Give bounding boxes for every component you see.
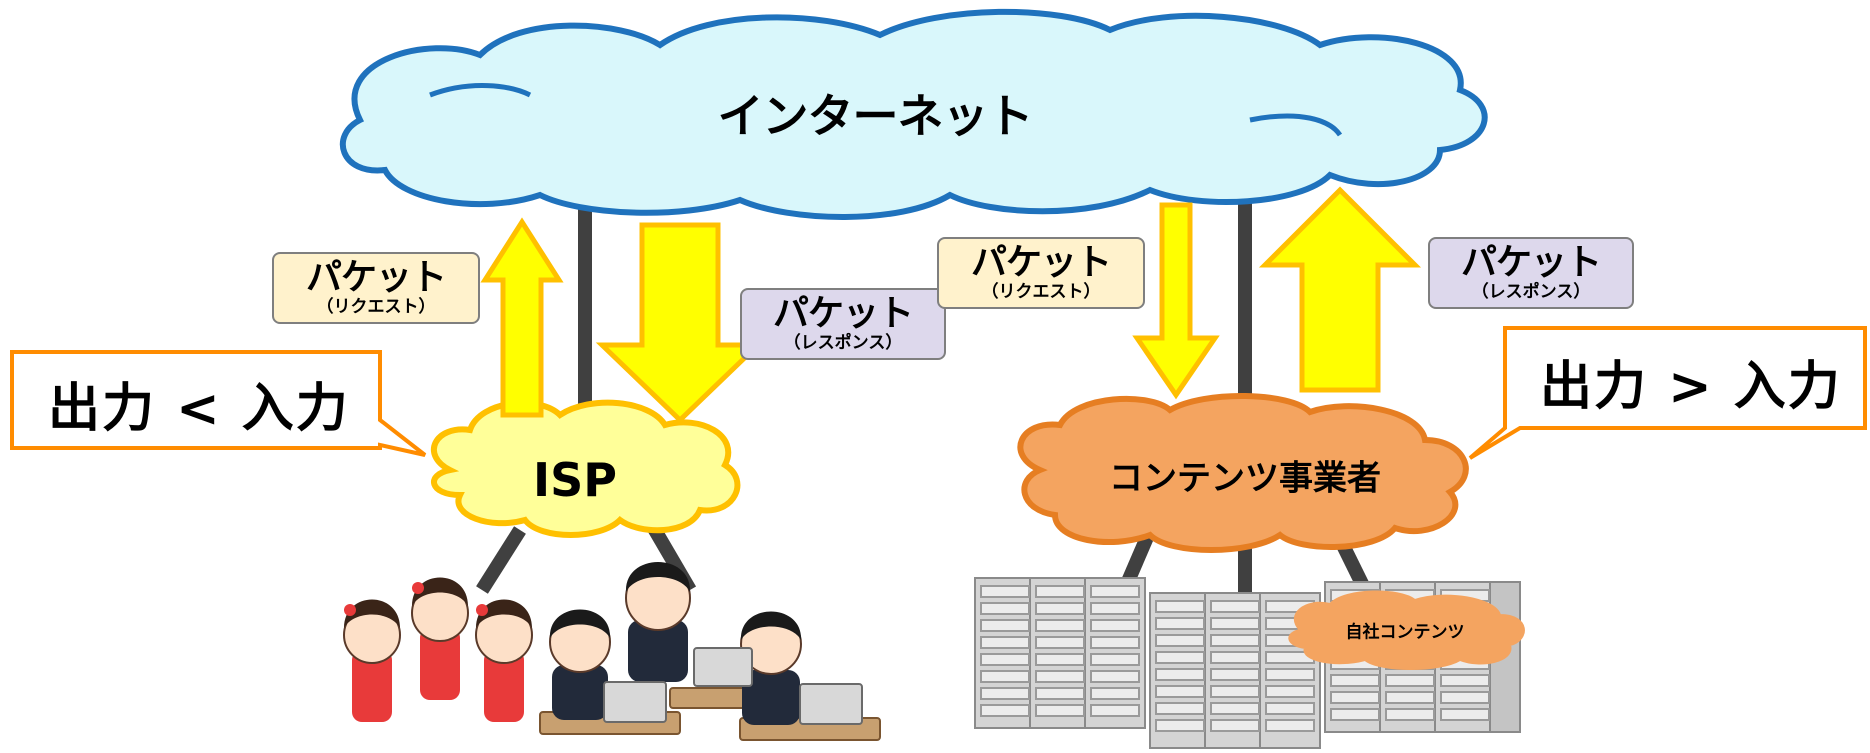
rack-slot [1155,600,1205,613]
cp-request-packet-label: パケット （リクエスト） [937,237,1145,309]
rack-slot [1155,685,1205,698]
rack-slot [1265,719,1315,732]
rack-slot [1385,691,1435,704]
packet-subtitle: （レスポンス） [1471,281,1591,302]
rack-slot [1090,602,1140,615]
rack-slot [1210,651,1260,664]
rack-slot [980,636,1030,649]
cp-cloud [1017,392,1469,553]
rack-slot [1210,668,1260,681]
rack-slot [1330,708,1380,721]
isp-callout-box [10,350,427,457]
rack-slot [1330,674,1380,687]
rack-slot [1155,702,1205,715]
packet-title: パケット [305,257,447,299]
rack-slot [1440,674,1490,687]
rack-slot [1210,685,1260,698]
packet-title: パケット [970,242,1112,284]
cp-upload-arrow [1258,186,1422,393]
rack-slot [1035,585,1085,598]
rack-slot [1090,653,1140,666]
rack-slot [1035,670,1085,683]
internet-cloud [339,8,1488,220]
packet-subtitle: （リクエスト） [316,296,436,317]
rack-slot [1210,600,1260,613]
rack-slot [1090,704,1140,717]
rack-slot [1440,691,1490,704]
rack-slot [1090,585,1140,598]
packet-subtitle: （レスポンス） [783,332,903,353]
rack-slot [1155,651,1205,664]
rack-slot [1090,636,1140,649]
rack-slot [1035,619,1085,632]
rack-slot [980,687,1030,700]
rack-slot [1265,702,1315,715]
cp-uplink-pole [1238,180,1252,410]
rack-slot [1265,685,1315,698]
rack-slot [980,585,1030,598]
rack-slot [980,653,1030,666]
own-content-cloud [1288,590,1525,670]
rack-slot [1330,691,1380,704]
rack-slot [980,670,1030,683]
isp-download-arrow [595,222,765,424]
internet-label: インターネット [717,89,1034,143]
rack-slot [1155,668,1205,681]
packet-title: パケット [1460,242,1602,284]
isp-upload-arrow [480,217,564,418]
own-content-label: 自社コンテンツ [1345,622,1465,643]
rack-slot [980,704,1030,717]
rack-slot [1385,674,1435,687]
rack-slot [1440,708,1490,721]
rack-slot [1035,704,1085,717]
isp-link-left [476,526,526,594]
cp-response-packet-label: パケット （レスポンス） [1428,237,1634,309]
rack-slot [980,619,1030,632]
rack-slot [1155,617,1205,630]
rack-slot [1210,719,1260,732]
rack-slot [1090,619,1140,632]
rack-slot [1265,668,1315,681]
packet-subtitle: （リクエスト） [981,281,1101,302]
rack-slot [1090,687,1140,700]
rack-slot [1035,636,1085,649]
rack-slot [1385,708,1435,721]
cp-callout-box [1468,326,1867,460]
rack-slot [980,602,1030,615]
rack-slot [1210,702,1260,715]
isp-response-packet-label: パケット （レスポンス） [740,288,946,360]
rack-slot [1035,602,1085,615]
rack-slot [1090,670,1140,683]
rack-slot [1035,687,1085,700]
isp-request-packet-label: パケット （リクエスト） [272,252,480,324]
rack-slot [1155,719,1205,732]
rack-slot [1210,634,1260,647]
rack-slot [1035,653,1085,666]
rack-slot [1210,617,1260,630]
isp-callout-text: 出力 < 入力 [48,379,350,439]
cp-label: コンテンツ事業者 [1109,458,1381,499]
cp-download-arrow [1132,202,1220,400]
isp-label: ISP [533,453,617,507]
users-group [343,562,881,741]
isp-uplink-pole [578,180,592,430]
packet-title: パケット [772,293,914,335]
cp-callout-text: 出力 > 入力 [1540,357,1842,417]
rack-slot [1155,634,1205,647]
